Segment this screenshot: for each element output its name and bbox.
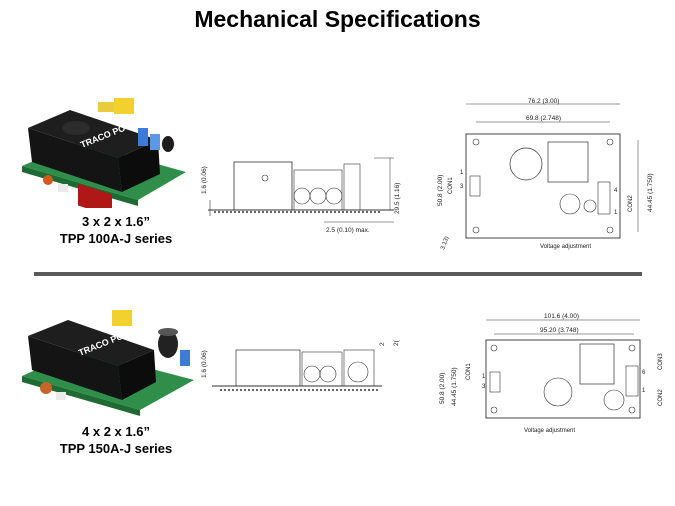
side-view-tpp100: 1.6 (0.06) 29.5 (1.16) 2.5 (0.10) max. [201,157,401,234]
top1-adjustment: Voltage adjustment [540,244,591,250]
top2-con1: CON1 [466,363,472,380]
product2-size: 4 x 2 x 1.6” [82,424,150,439]
top1-width: 76.2 (3.00) [528,98,559,105]
side1-clearance: 2.5 (0.10) max. [326,227,370,234]
top-view-tpp150: 101.6 (4.00) 95.20 (3.748) 50.8 (2.00) 4… [439,313,664,434]
side2-height-label: 1.6 (0.06) [201,350,208,378]
top1-mount-width: 69.8 (2.748) [526,115,561,122]
top2-con2: CON2 [658,389,664,406]
product-photo-tpp150: TRACO POWER [22,310,194,416]
top2-mount-width: 95.20 (3.748) [540,327,579,334]
side-view-tpp150: 1.6 (0.06) 2 2( [201,339,400,391]
product1-size: 3 x 2 x 1.6” [82,214,150,229]
section-divider [34,272,642,276]
top1-con2: CON2 [628,195,634,212]
side1-height-label: 1.6 (0.06) [201,166,208,194]
top1-con1: CON1 [448,177,454,194]
top2-pin1b: 1 [642,388,646,394]
top1-pin1a: 1 [460,170,464,176]
side2-mark1: 2 [379,342,386,346]
top2-width: 101.6 (4.00) [544,313,579,320]
top1-pin4: 4 [614,188,618,194]
side1-total-height: 29.5 (1.16) [394,183,401,214]
product2-caption: 4 x 2 x 1.6” TPP 150A-J series [36,423,196,457]
top2-pin6: 6 [642,370,646,376]
top1-height: 50.8 (2.00) [437,175,444,206]
top2-con3: CON3 [658,353,664,370]
top1-pin1b: 1 [614,210,618,216]
top1-mount-height: 44.45 (1.750) [647,173,654,212]
page-title: Mechanical Specifications [194,6,481,32]
top2-mount-height: 44.45 (1.750) [451,367,458,406]
side2-mark2: 2( [393,339,400,346]
top1-pin3: 3 [460,184,464,190]
top2-adjustment: Voltage adjustment [524,428,575,434]
top2-height: 50.8 (2.00) [439,373,446,404]
top2-pin1: 1 [482,374,486,380]
product-photo-tpp100: TRACO POWER [22,98,186,208]
product1-series: TPP 100A-J series [59,231,173,246]
top-view-tpp100: 76.2 (3.00) 69.8 (2.748) 50.8 (2.00) CON… [437,98,654,251]
top2-pin3: 3 [482,384,486,390]
product1-caption: 3 x 2 x 1.6” TPP 100A-J series [36,213,196,247]
product2-series: TPP 150A-J series [59,441,173,456]
top1-corner: 3.13) [440,236,450,251]
